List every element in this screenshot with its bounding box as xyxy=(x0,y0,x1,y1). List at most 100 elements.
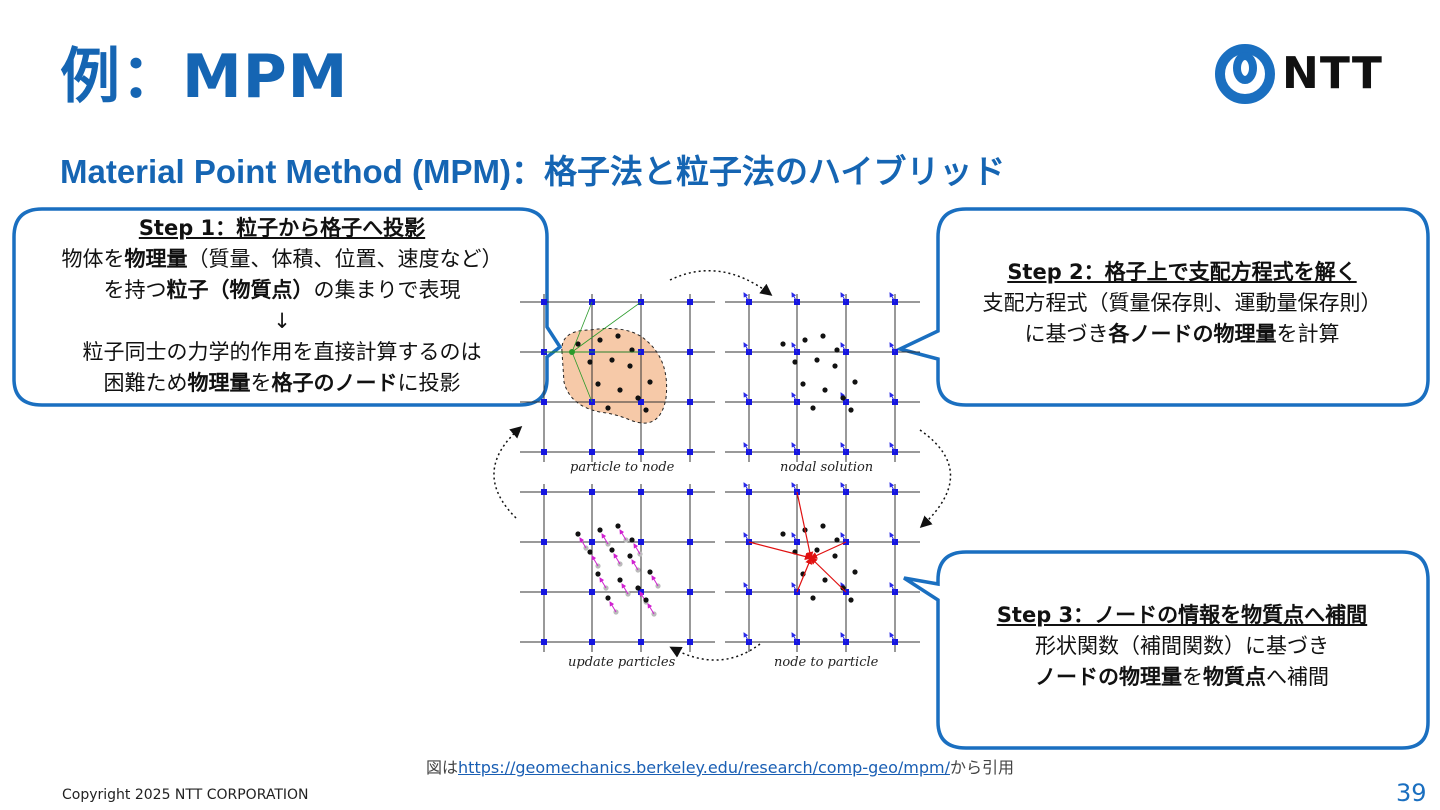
material-particle xyxy=(629,347,635,353)
node-velocity-arrow xyxy=(840,442,847,453)
panel-nodal-solution xyxy=(725,292,920,462)
figure-source: 図はhttps://geomechanics.berkeley.edu/rese… xyxy=(426,758,1014,777)
material-particle xyxy=(802,337,808,343)
particle-displacement-arrow xyxy=(621,583,629,595)
particle-displacement-arrow xyxy=(591,555,599,567)
material-particle xyxy=(635,395,641,401)
node-velocity-arrow xyxy=(743,532,750,543)
material-particle xyxy=(822,387,828,393)
material-particle xyxy=(834,537,840,543)
material-particle xyxy=(647,569,653,575)
down-arrow-icon: ↓ xyxy=(273,309,291,333)
step2-line2: に基づき各ノードの物理量を計算 xyxy=(1024,322,1340,346)
material-particle xyxy=(820,333,826,339)
material-particle xyxy=(617,387,623,393)
node-velocity-arrow xyxy=(840,292,847,303)
grid-node xyxy=(687,349,693,355)
material-particle xyxy=(597,527,603,533)
cycle-arrow-top xyxy=(669,269,773,296)
material-particle xyxy=(617,577,623,583)
particle-displacement-arrow xyxy=(651,575,659,587)
slide-subtitle: Material Point Method (MPM)：格子法と粒子法のハイブリ… xyxy=(60,153,1006,190)
node-velocity-arrow xyxy=(889,632,896,643)
panel-node-to-particle xyxy=(725,482,920,652)
grid-node xyxy=(638,399,644,405)
particle-displacement-arrow xyxy=(613,553,621,565)
material-particle xyxy=(780,341,786,347)
material-particle xyxy=(575,341,581,347)
cycle-arrow-right xyxy=(919,429,952,529)
page-number: 39 xyxy=(1396,779,1427,807)
cycle-arrow-bottom xyxy=(669,643,761,661)
step2-line1: 支配方程式（質量保存則、運動量保存則） xyxy=(982,291,1382,315)
grid-node xyxy=(687,449,693,455)
material-particle xyxy=(629,537,635,543)
step1-line2: を持つ粒子（物質点）の集まりで表現 xyxy=(103,278,461,302)
material-particle xyxy=(605,595,611,601)
interpolation-arrow xyxy=(810,557,847,593)
panel-update-particles xyxy=(520,484,715,652)
cycle-arrow-left xyxy=(493,426,523,519)
particle-displacement-arrow xyxy=(601,533,609,545)
caption-node-to-particle: node to particle xyxy=(774,655,879,670)
step3-line2: ノードの物理量を物質点へ補間 xyxy=(1035,665,1329,689)
source-link[interactable]: https://geomechanics.berkeley.edu/resear… xyxy=(458,758,950,777)
grid-node xyxy=(589,449,595,455)
callout-bubble-shape xyxy=(894,207,1430,407)
material-particle xyxy=(627,363,633,369)
material-particle xyxy=(643,597,649,603)
grid-node xyxy=(687,639,693,645)
material-particle xyxy=(810,595,816,601)
node-velocity-arrow xyxy=(889,532,896,543)
grid-node xyxy=(638,639,644,645)
node-velocity-arrow xyxy=(840,532,847,543)
grid-node xyxy=(589,639,595,645)
material-particle xyxy=(615,523,621,529)
material-particle xyxy=(780,531,786,537)
node-velocity-arrow xyxy=(889,582,896,593)
grid-node xyxy=(589,539,595,545)
material-particle xyxy=(852,569,858,575)
particle-displacement-arrow xyxy=(579,537,587,549)
material-particle xyxy=(840,585,846,591)
material-particle xyxy=(643,407,649,413)
node-velocity-arrow xyxy=(791,442,798,453)
interpolation-arrow xyxy=(796,556,813,593)
interpolation-arrow xyxy=(809,541,847,559)
step3-callout: Step 3：ノードの情報を物質点へ補間 形状関数（補間関数）に基づき ノードの… xyxy=(900,550,1430,750)
material-particle xyxy=(814,357,820,363)
material-particle xyxy=(587,549,593,555)
material-particle xyxy=(848,407,854,413)
ntt-logo-icon xyxy=(1215,44,1275,104)
node-velocity-arrow xyxy=(791,292,798,303)
material-particle xyxy=(800,381,806,387)
material-particle xyxy=(832,553,838,559)
material-particle xyxy=(810,405,816,411)
grid-node xyxy=(687,589,693,595)
particle-displacement-arrow xyxy=(599,577,607,589)
callout-bubble-shape xyxy=(903,550,1430,750)
node-velocity-arrow xyxy=(840,482,847,493)
interpolation-arrow xyxy=(796,491,814,560)
node-velocity-arrow xyxy=(743,292,750,303)
grid-node xyxy=(638,449,644,455)
caption-update-particles: update particles xyxy=(568,655,676,670)
material-particle xyxy=(647,379,653,385)
material-particle xyxy=(820,523,826,529)
material-particle xyxy=(587,359,593,365)
grid-node xyxy=(541,589,547,595)
node-velocity-arrow xyxy=(743,632,750,643)
material-particle xyxy=(834,347,840,353)
material-particle xyxy=(609,547,615,553)
selected-particle xyxy=(569,349,575,355)
material-particle xyxy=(848,597,854,603)
logo-text: NTT xyxy=(1282,48,1383,99)
material-particle xyxy=(852,379,858,385)
node-velocity-arrow xyxy=(889,342,896,353)
step1-line3: 粒子同士の力学的作用を直接計算するのは xyxy=(82,340,482,364)
grid-node xyxy=(687,489,693,495)
copyright: Copyright 2025 NTT CORPORATION xyxy=(62,787,309,803)
grid-node xyxy=(638,489,644,495)
node-velocity-arrow xyxy=(889,292,896,303)
material-particle xyxy=(609,357,615,363)
